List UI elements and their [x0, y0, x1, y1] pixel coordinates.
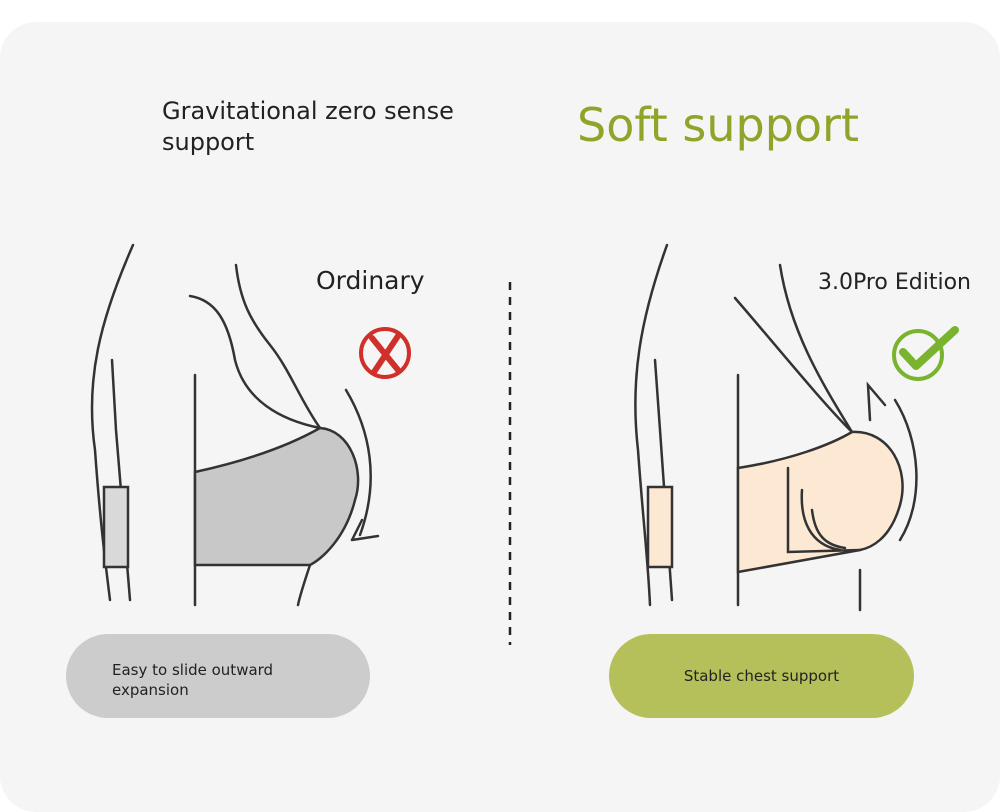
red-x-icon [359, 327, 411, 379]
left-caption: Easy to slide outward expansion [112, 661, 274, 699]
ordinary-label: Ordinary [316, 266, 425, 295]
right-title: Soft support [577, 98, 859, 152]
pro-bra-illustration [634, 243, 918, 612]
ordinary-bra-illustration [90, 243, 380, 607]
left-caption-pill: Easy to slide outward expansion [66, 634, 370, 718]
left-title: Gravitational zero sense support [162, 97, 454, 156]
right-caption-pill: Stable chest support [609, 634, 914, 718]
right-caption: Stable chest support [683, 667, 840, 685]
pro-edition-label: 3.0Pro Edition [818, 270, 972, 295]
green-check-icon [892, 326, 959, 381]
